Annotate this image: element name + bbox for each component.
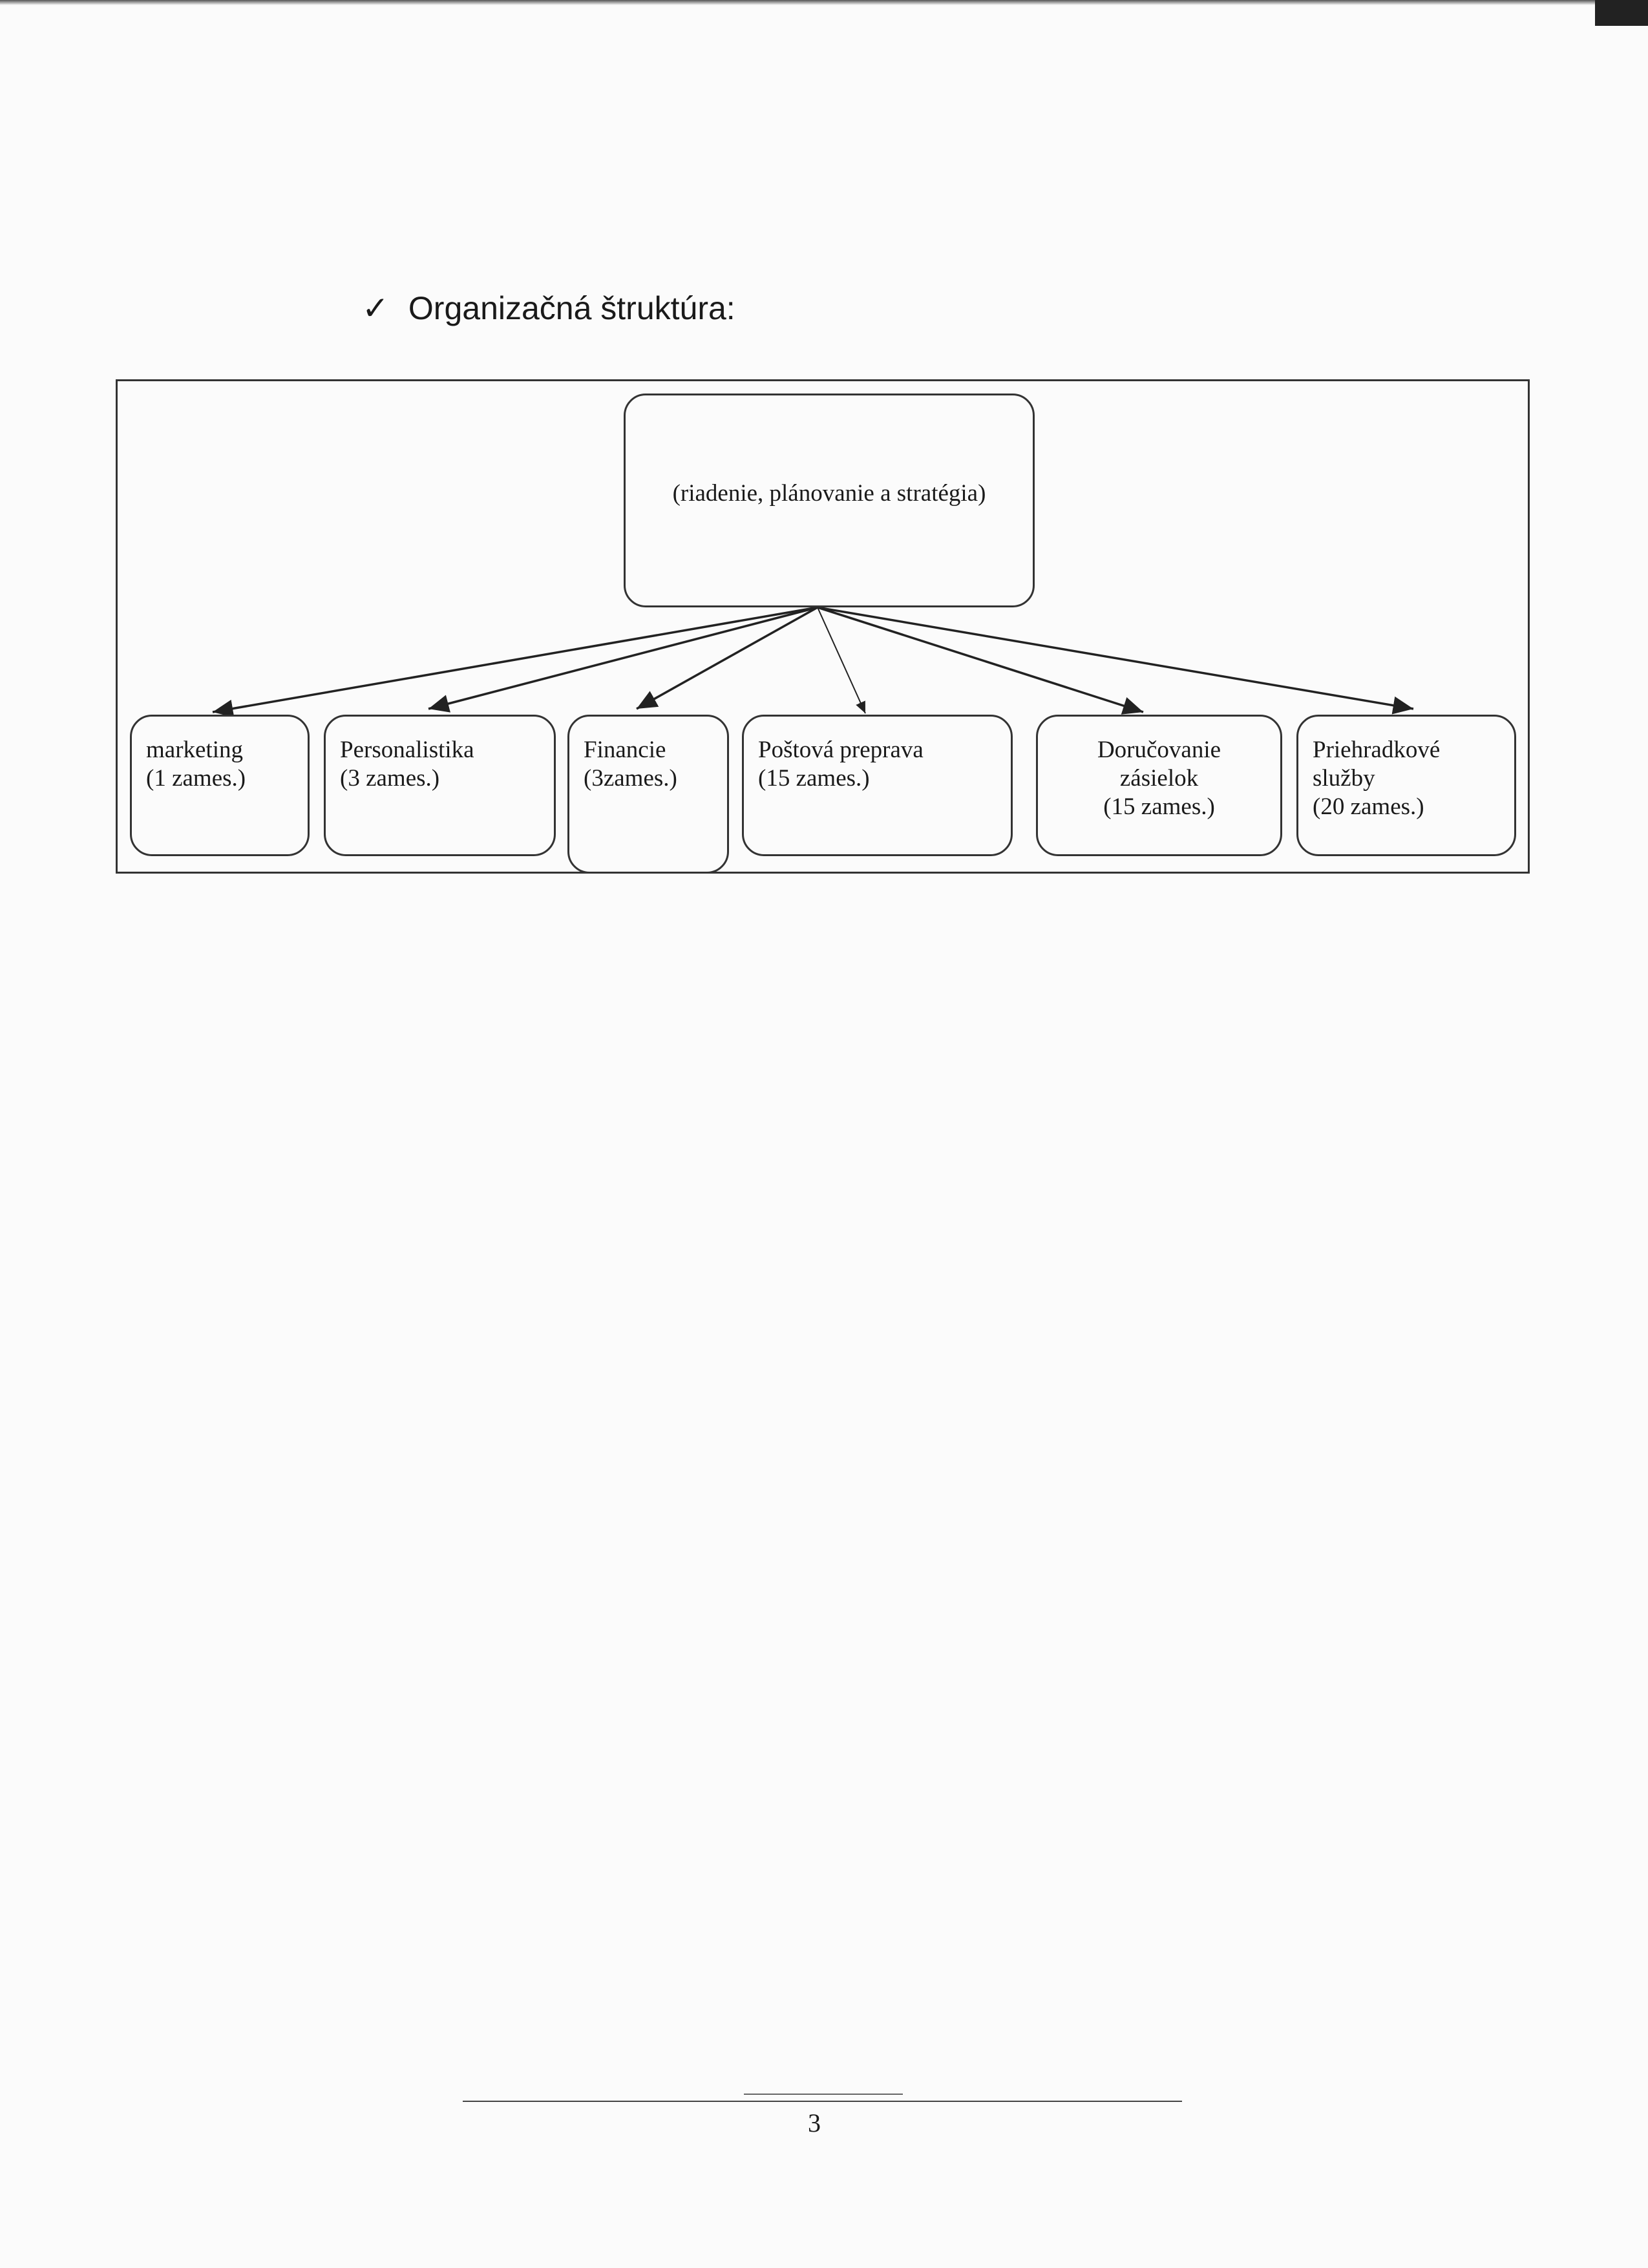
dept-name: Doručovanie zásielok <box>1097 737 1221 792</box>
dept-name: Personalistika <box>340 737 474 763</box>
dept-staff: (3zames.) <box>584 765 677 792</box>
org-node-dorucovanie: Doručovanie zásielok (15 zames.) <box>1036 715 1282 856</box>
org-node-management: (riadenie, plánovanie a stratégia) <box>624 394 1035 607</box>
dept-staff: (1 zames.) <box>146 765 246 792</box>
org-node-personalistika: Personalistika (3 zames.) <box>324 715 556 856</box>
section-heading: ✓ Organizačná štruktúra: <box>362 289 735 327</box>
dept-staff: (15 zames.) <box>1103 793 1215 820</box>
arrow-to-priehradkove <box>817 606 1414 715</box>
page-number: 3 <box>808 2108 821 2137</box>
scan-corner-mark <box>1595 0 1648 26</box>
scan-top-edge <box>0 0 1648 5</box>
org-node-priehradkove: Priehradkové služby (20 zames.) <box>1296 715 1516 856</box>
dept-staff: (3 zames.) <box>340 765 440 792</box>
dept-name: marketing <box>146 737 244 763</box>
dept-name: Financie <box>584 737 666 763</box>
heading-text: Organizačná štruktúra: <box>408 290 735 326</box>
org-chart-frame <box>116 379 1530 874</box>
checkmark-icon: ✓ <box>362 290 389 326</box>
dept-staff: (15 zames.) <box>758 765 870 792</box>
dept-name: Poštová preprava <box>758 737 924 763</box>
dept-name: Priehradkové služby <box>1313 737 1441 792</box>
org-node-marketing: marketing (1 zames.) <box>130 715 310 856</box>
org-node-postova-preprava: Poštová preprava (15 zames.) <box>742 715 1013 856</box>
org-node-financie: Financie (3zames.) <box>567 715 729 874</box>
node-label: (riadenie, plánovanie a stratégia) <box>672 480 986 507</box>
arrow-to-dorucovanie <box>817 606 1144 715</box>
footer-rule <box>463 2101 1182 2102</box>
arrow-to-personalistika <box>428 606 818 713</box>
dept-staff: (20 zames.) <box>1313 793 1424 820</box>
arrow-to-financie <box>636 606 818 710</box>
arrow-to-marketing <box>212 606 818 718</box>
footer-short-rule <box>744 2094 903 2095</box>
arrow-to-postova-preprava <box>817 607 866 714</box>
